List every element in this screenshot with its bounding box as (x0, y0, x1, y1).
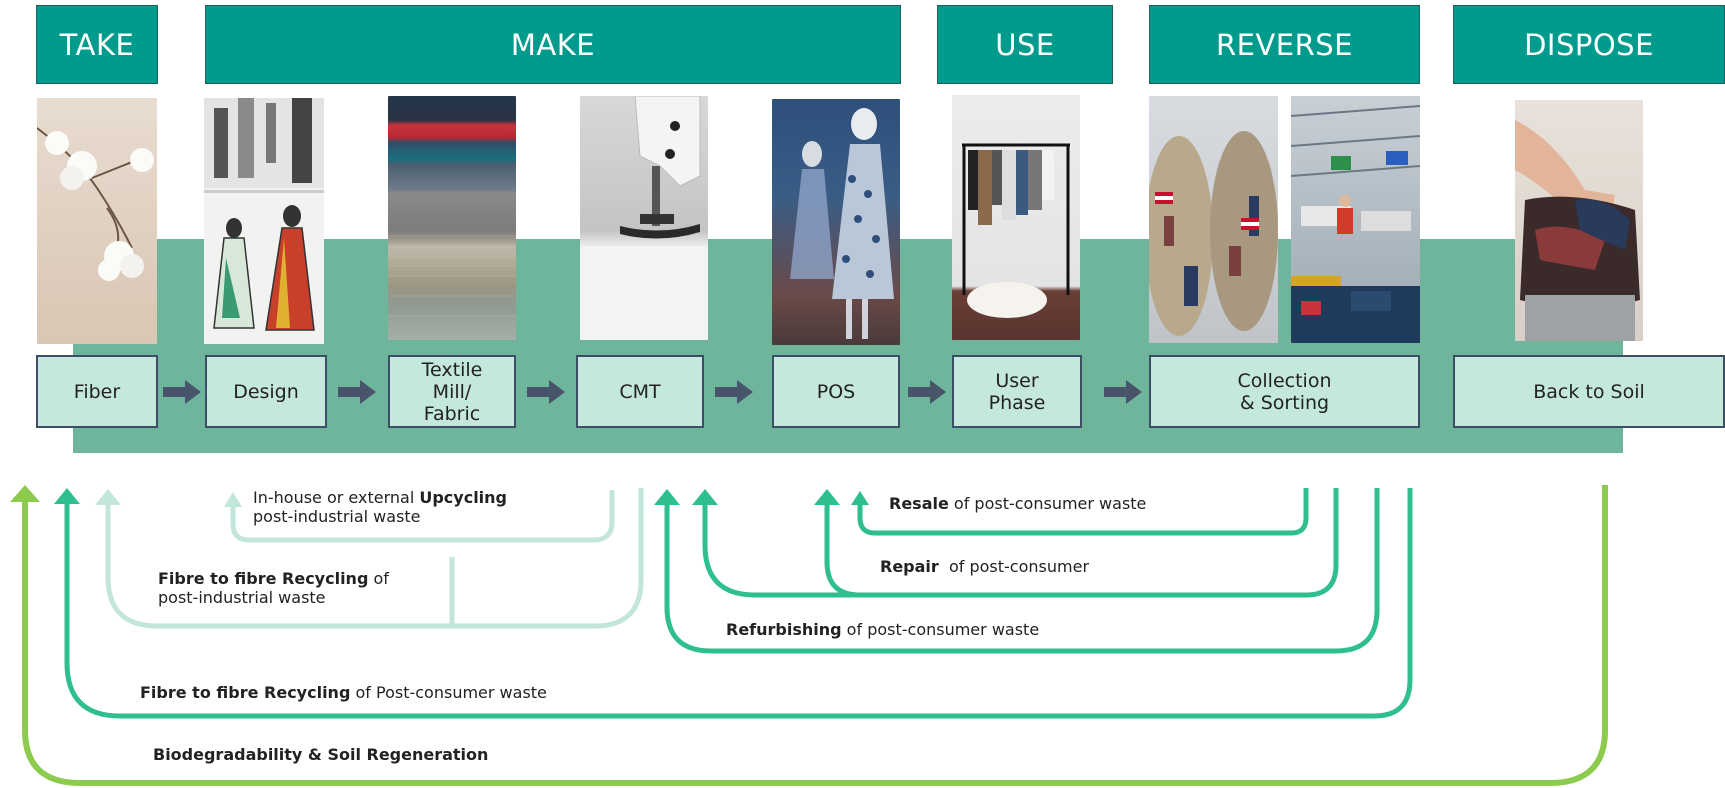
biodegradability-label: Biodegradability & Soil Regeneration (153, 745, 488, 764)
resale-label: Resale of post-consumer waste (889, 494, 1146, 513)
stage-header-reverse: REVERSE (1149, 5, 1420, 84)
sorting-facility-photo (1291, 96, 1420, 343)
resale-label-post: of post-consumer waste (948, 494, 1147, 513)
step-fiber: Fiber (36, 355, 158, 428)
refurbishing-label-post: of post-consumer waste (841, 620, 1040, 639)
resale-arrowhead-icon (851, 491, 869, 505)
repair-label: Repair of post-consumer (880, 557, 1089, 576)
f2f-consumer-arrowhead-icon (54, 488, 80, 504)
step-user-phase: User Phase (952, 355, 1082, 428)
resale-loop (857, 488, 1309, 536)
stage-header-make: MAKE (205, 5, 901, 84)
resale-label-bold: Resale (889, 494, 949, 513)
biodegradability-label-bold: Biodegradability & Soil Regeneration (153, 745, 489, 764)
repair-label-bold: Repair (880, 557, 939, 576)
repair-loop (824, 488, 1339, 598)
refurbishing-cmt-branch (702, 503, 860, 598)
cotton-flower-photo (37, 98, 157, 344)
stage-header-use: USE (937, 5, 1113, 84)
arrow-right-icon (1104, 380, 1142, 404)
f2f-consumer-label-post: of Post-consumer waste (350, 683, 547, 702)
upcycling-label: In-house or external Upcycling post-indu… (253, 488, 507, 526)
step-textile-mill: Textile Mill/ Fabric (388, 355, 516, 428)
upcycling-arrowhead-icon (224, 492, 242, 507)
step-cmt: CMT (576, 355, 704, 428)
fabric-swatches-photo (388, 96, 516, 340)
refurbishing-cmt-arrowhead-icon (692, 489, 718, 505)
f2f-industrial-label-line2: post-industrial waste (158, 588, 326, 607)
f2f-consumer-label: Fibre to fibre Recycling of Post-consume… (140, 683, 547, 702)
f2f-industrial-label-post: of (368, 569, 389, 588)
refurbishing-arrowhead-icon (654, 489, 680, 505)
f2f-industrial-arrowhead-icon (95, 489, 121, 505)
arrow-right-icon (527, 380, 565, 404)
step-collection-sorting: Collection & Sorting (1149, 355, 1420, 428)
f2f-consumer-loop (64, 488, 1413, 719)
stage-header-take: TAKE (36, 5, 158, 84)
sewing-machine-photo (580, 96, 708, 340)
f2f-industrial-label: Fibre to fibre Recycling of post-industr… (158, 569, 389, 607)
step-pos: POS (772, 355, 900, 428)
arrow-right-icon (715, 380, 753, 404)
hands-with-clothes-photo (1515, 100, 1643, 341)
biodegradability-arrowhead-icon (10, 485, 40, 502)
f2f-industrial-loop (105, 488, 644, 629)
upcycling-label-pre: In-house or external (253, 488, 420, 507)
f2f-industrial-label-bold: Fibre to fibre Recycling (158, 569, 369, 588)
clothing-rack-photo (952, 95, 1080, 340)
stage-header-dispose: DISPOSE (1453, 5, 1725, 84)
repair-arrowhead-icon (814, 489, 840, 505)
fashion-sketch-photo (204, 98, 324, 344)
repair-label-post: of post-consumer (938, 557, 1090, 576)
f2f-consumer-label-bold: Fibre to fibre Recycling (140, 683, 351, 702)
upcycling-label-bold: Upcycling (419, 488, 507, 507)
mannequin-shop-window-photo (772, 99, 900, 345)
refurbishing-label-bold: Refurbishing (726, 620, 842, 639)
refurbishing-label: Refurbishing of post-consumer waste (726, 620, 1039, 639)
refurbishing-loop (664, 488, 1380, 654)
arrow-right-icon (908, 380, 946, 404)
step-design: Design (205, 355, 327, 428)
arrow-right-icon (338, 380, 376, 404)
arrow-right-icon (163, 380, 201, 404)
upcycling-loop (230, 490, 615, 543)
biodegradability-loop (22, 485, 1608, 786)
used-clothing-bags-photo (1149, 96, 1278, 343)
step-back-to-soil: Back to Soil (1453, 355, 1725, 428)
upcycling-label-line2: post-industrial waste (253, 507, 421, 526)
